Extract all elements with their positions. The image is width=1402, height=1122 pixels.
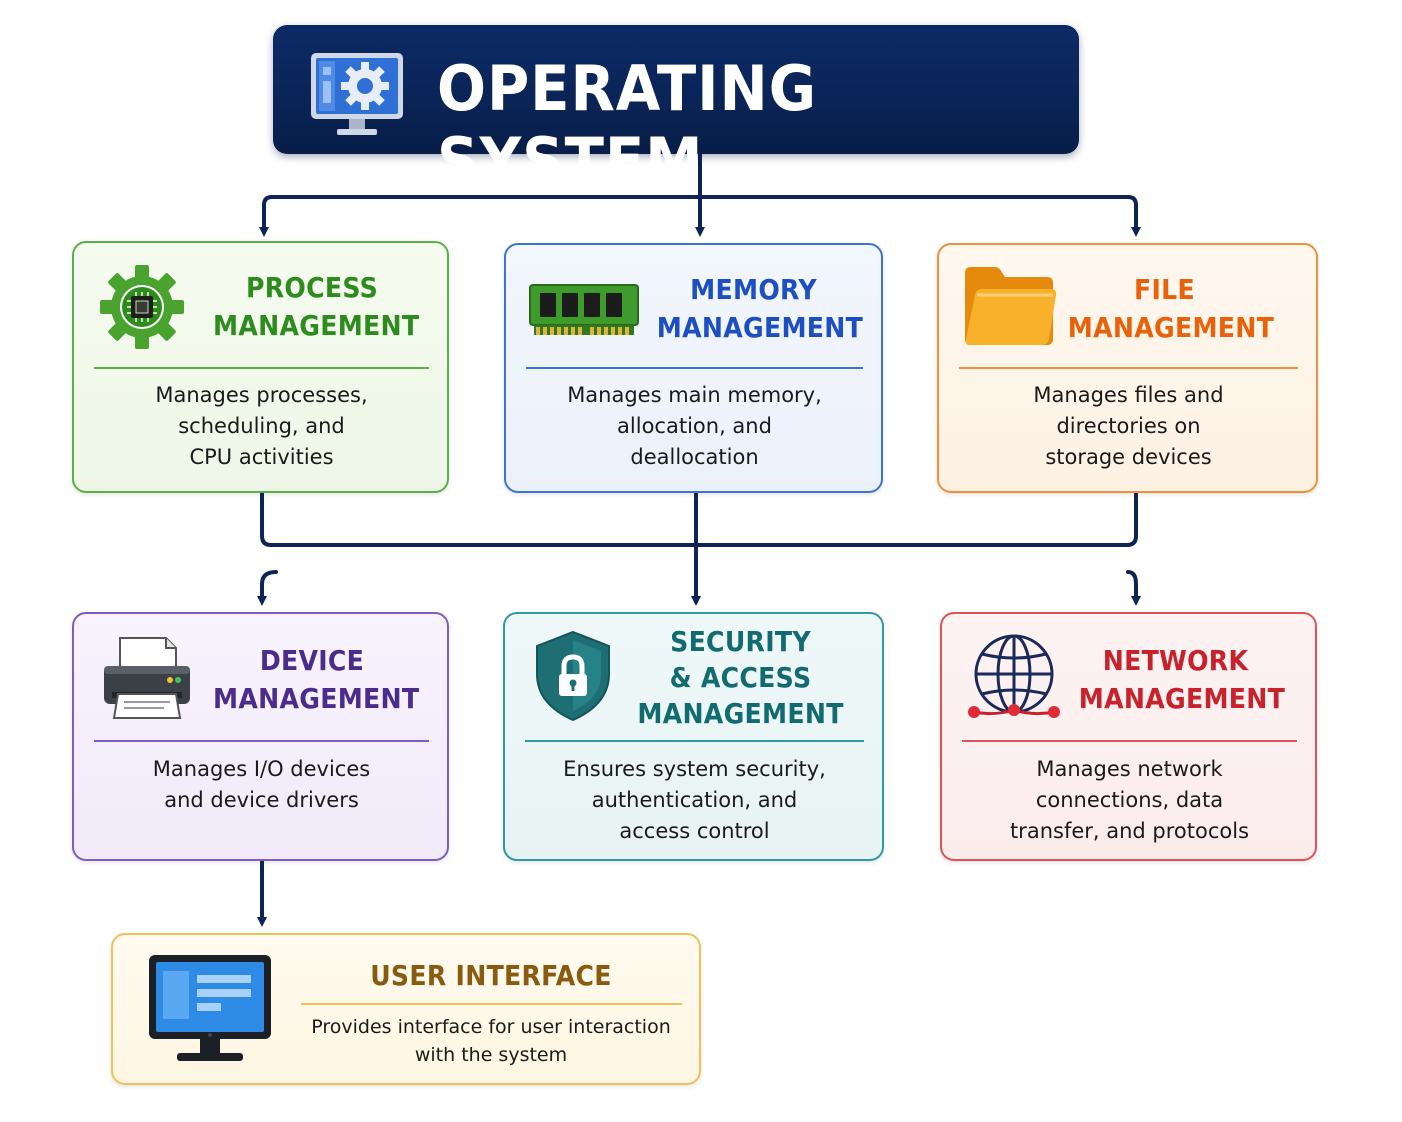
- globe-network-icon: [968, 634, 1060, 718]
- cpu-gear-icon: [100, 265, 184, 349]
- arrow-to-device: [257, 570, 278, 606]
- memory-divider: [526, 367, 863, 369]
- connector-middle-bus: [260, 491, 1138, 547]
- operating-system-header: OPERATING SYSTEM: [273, 25, 1079, 197]
- page-title: OPERATING SYSTEM: [437, 52, 817, 197]
- device-divider: [94, 740, 429, 742]
- connector-top-branch: [262, 195, 1138, 234]
- ram-module-icon: [529, 284, 639, 335]
- process-divider: [94, 367, 429, 369]
- arrow-to-network: [1126, 570, 1141, 606]
- monitor-gear-icon: [311, 53, 403, 135]
- monitor-icon: [149, 955, 271, 1061]
- network-divider: [962, 740, 1297, 742]
- folder-icon: [965, 267, 1057, 345]
- security-divider: [525, 740, 864, 742]
- file-divider: [959, 367, 1298, 369]
- shield-lock-icon: [536, 630, 610, 722]
- security-description: Ensures system security,authentication, …: [563, 757, 826, 843]
- ui-title: USER INTERFACE: [370, 959, 612, 992]
- user-interface-card: USER INTERFACE Provides interface for us…: [111, 933, 701, 1085]
- ui-divider: [301, 1003, 682, 1005]
- printer-icon: [104, 637, 190, 719]
